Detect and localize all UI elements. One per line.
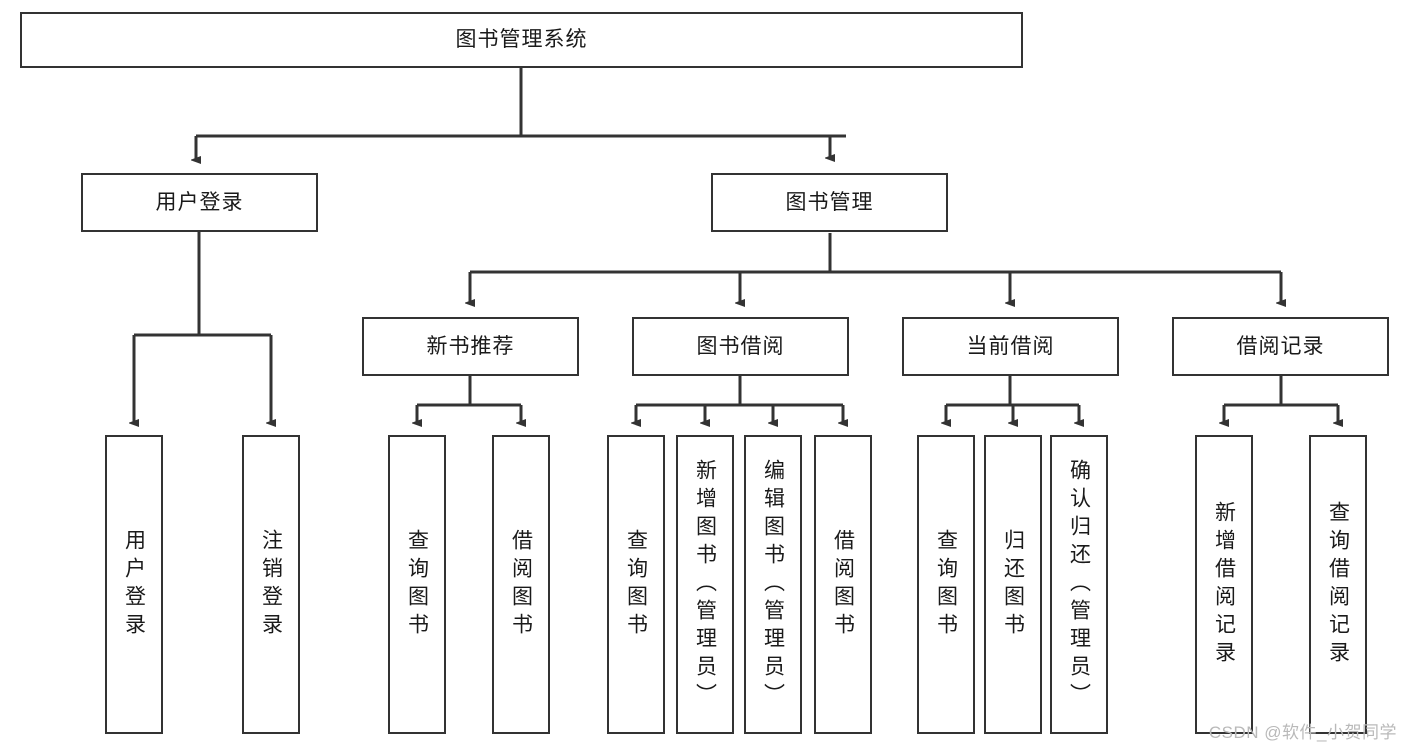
leaf-confirm-return[interactable]: 确认归还（管理员） [1050, 435, 1108, 734]
node-book-manage-label: 图书管理 [785, 190, 874, 214]
leaf-query-book-recommend[interactable]: 查询图书 [388, 435, 446, 734]
node-borrow-record[interactable]: 借阅记录 [1172, 317, 1389, 376]
leaf-query-book-recommend-label: 查询图书 [405, 528, 429, 641]
leaf-add-book[interactable]: 新增图书（管理员） [676, 435, 734, 734]
leaf-borrow-book[interactable]: 借阅图书 [814, 435, 872, 734]
leaf-borrow-book-recommend[interactable]: 借阅图书 [492, 435, 550, 734]
leaf-query-borrow-record[interactable]: 查询借阅记录 [1309, 435, 1367, 734]
node-borrow-record-label: 借阅记录 [1236, 334, 1325, 358]
leaf-confirm-return-label: 确认归还（管理员） [1067, 458, 1091, 711]
node-new-book-recommend-label: 新书推荐 [426, 334, 515, 358]
leaf-borrow-book-recommend-label: 借阅图书 [509, 528, 533, 641]
node-current-borrow-label: 当前借阅 [966, 334, 1055, 358]
node-user-login[interactable]: 用户登录 [81, 173, 318, 232]
leaf-return-book[interactable]: 归还图书 [984, 435, 1042, 734]
leaf-edit-book[interactable]: 编辑图书（管理员） [744, 435, 802, 734]
leaf-add-book-label: 新增图书（管理员） [693, 458, 717, 711]
node-book-manage[interactable]: 图书管理 [711, 173, 948, 232]
leaf-user-login-label: 用户登录 [122, 528, 146, 641]
node-book-borrow-label: 图书借阅 [696, 334, 785, 358]
leaf-add-borrow-record[interactable]: 新增借阅记录 [1195, 435, 1253, 734]
leaf-query-book-borrow[interactable]: 查询图书 [607, 435, 665, 734]
leaf-query-book-current[interactable]: 查询图书 [917, 435, 975, 734]
leaf-borrow-book-label: 借阅图书 [831, 528, 855, 641]
leaf-user-login[interactable]: 用户登录 [105, 435, 163, 734]
leaf-query-book-current-label: 查询图书 [934, 528, 958, 641]
node-book-borrow[interactable]: 图书借阅 [632, 317, 849, 376]
leaf-edit-book-label: 编辑图书（管理员） [761, 458, 785, 711]
node-new-book-recommend[interactable]: 新书推荐 [362, 317, 579, 376]
node-root[interactable]: 图书管理系统 [20, 12, 1023, 68]
leaf-query-borrow-record-label: 查询借阅记录 [1326, 500, 1350, 669]
leaf-return-book-label: 归还图书 [1001, 528, 1025, 641]
leaf-add-borrow-record-label: 新增借阅记录 [1212, 500, 1236, 669]
node-current-borrow[interactable]: 当前借阅 [902, 317, 1119, 376]
leaf-query-book-borrow-label: 查询图书 [624, 528, 648, 641]
leaf-logout[interactable]: 注销登录 [242, 435, 300, 734]
csdn-watermark: CSDN @软件_小贺同学 [1208, 723, 1397, 742]
node-user-login-label: 用户登录 [155, 190, 244, 214]
leaf-logout-label: 注销登录 [259, 528, 283, 641]
node-root-label: 图书管理系统 [455, 28, 588, 52]
